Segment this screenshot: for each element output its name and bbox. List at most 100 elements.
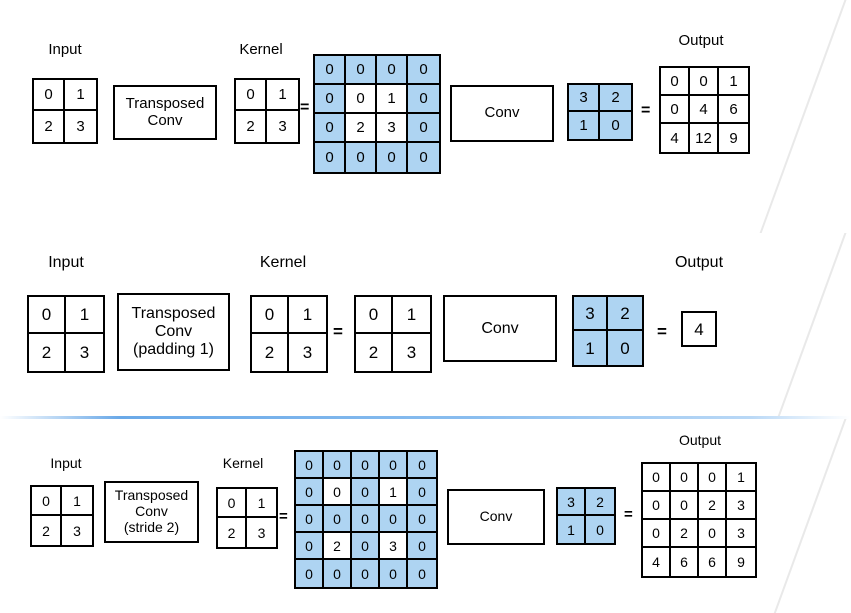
matrix-cell: 2 — [32, 516, 62, 545]
matrix-cell: 0 — [324, 479, 352, 506]
matrix-cell: 3 — [65, 111, 96, 142]
matrix-cell: 0 — [346, 56, 377, 85]
matrix-cell: 3 — [569, 85, 600, 112]
matrix-cell: 1 — [719, 68, 748, 96]
op-box-transposed-conv-padding-row2[interactable]: Transposed Conv (padding 1) — [117, 293, 230, 371]
matrix-cell: 4 — [643, 548, 671, 576]
matrix-cell: 0 — [380, 506, 408, 533]
decorative-diagonal-line — [756, 0, 851, 233]
matrix-cell: 2 — [586, 489, 614, 516]
matrix-cell: 4 — [661, 124, 690, 152]
matrix-cell: 0 — [643, 464, 671, 492]
matrix-cell: 0 — [346, 143, 377, 172]
label-kernel-row2: Kernel — [259, 254, 307, 271]
label-input-row3: Input — [50, 455, 82, 471]
matrix-cell: 0 — [236, 80, 267, 111]
label-output-row1: Output — [678, 32, 724, 49]
matrix-cell: 4 — [683, 313, 715, 345]
matrix-cell: 0 — [661, 96, 690, 124]
matrix-cell: 1 — [574, 331, 608, 365]
label-kernel-row3: Kernel — [222, 455, 264, 471]
matrix-cell: 3 — [727, 492, 755, 520]
equals-sign-row2-b: = — [657, 322, 667, 341]
label-kernel-row1: Kernel — [239, 41, 283, 58]
matrix-cell: 2 — [608, 297, 642, 331]
matrix-cell: 12 — [690, 124, 719, 152]
matrix-cell: 0 — [661, 68, 690, 96]
equals-sign-row3-b: = — [624, 506, 633, 523]
op-box-transposed-conv-stride-row3[interactable]: Transposed Conv (stride 2) — [104, 481, 199, 543]
matrix-cell: 0 — [408, 479, 436, 506]
matrix-cell: 0 — [377, 56, 408, 85]
matrix-cell: 1 — [267, 80, 298, 111]
matrix-cell: 0 — [252, 297, 289, 334]
matrix-cell: 0 — [315, 143, 346, 172]
matrix-cell: 0 — [315, 85, 346, 114]
matrix-cell: 0 — [296, 506, 324, 533]
matrix-cell: 2 — [34, 111, 65, 142]
matrix-cell: 0 — [600, 112, 631, 139]
label-output-row2: Output — [674, 254, 724, 271]
matrix-cell: 2 — [356, 334, 393, 371]
matrix-cell: 0 — [643, 492, 671, 520]
matrix-cell: 1 — [65, 80, 96, 111]
op-box-conv-row2[interactable]: Conv — [443, 295, 557, 362]
matrix-cell: 2 — [236, 111, 267, 142]
matrix-cell: 0 — [352, 506, 380, 533]
matrix-cell: 1 — [377, 85, 408, 114]
matrix-cell: 3 — [393, 334, 430, 371]
matrix-cell: 1 — [727, 464, 755, 492]
matrix-cell: 0 — [699, 520, 727, 548]
matrix-cell: 9 — [719, 124, 748, 152]
matrix-cell: 0 — [324, 560, 352, 587]
label-input-row2: Input — [48, 254, 84, 271]
op-box-conv-row3[interactable]: Conv — [447, 489, 545, 545]
matrix-cell: 0 — [352, 452, 380, 479]
matrix-cell: 2 — [218, 518, 247, 547]
matrix-cell: 1 — [558, 516, 586, 543]
matrix-cell: 0 — [608, 331, 642, 365]
matrix-cell: 3 — [377, 114, 408, 143]
op-box-conv-row1[interactable]: Conv — [450, 85, 554, 142]
matrix-cell: 9 — [727, 548, 755, 576]
matrix-cell: 0 — [408, 506, 436, 533]
op-box-transposed-conv-row1[interactable]: Transposed Conv — [113, 85, 217, 140]
matrix-cell: 0 — [296, 533, 324, 560]
matrix-cell: 3 — [558, 489, 586, 516]
matrix-cell: 3 — [247, 518, 276, 547]
matrix-cell: 6 — [719, 96, 748, 124]
matrix-cell: 2 — [699, 492, 727, 520]
matrix-cell: 1 — [380, 479, 408, 506]
matrix-cell: 1 — [393, 297, 430, 334]
matrix-cell: 3 — [289, 334, 326, 371]
matrix-cell: 3 — [66, 334, 103, 371]
matrix-cell: 0 — [34, 80, 65, 111]
matrix-cell: 0 — [699, 464, 727, 492]
matrix-cell: 0 — [296, 479, 324, 506]
matrix-cell: 3 — [62, 516, 92, 545]
matrix-cell: 0 — [352, 560, 380, 587]
matrix-cell: 0 — [671, 492, 699, 520]
matrix-cell: 3 — [380, 533, 408, 560]
matrix-cell: 1 — [66, 297, 103, 334]
matrix-cell: 0 — [218, 489, 247, 518]
matrix-cell: 4 — [690, 96, 719, 124]
matrix-cell: 0 — [408, 56, 439, 85]
matrix-cell: 6 — [671, 548, 699, 576]
matrix-cell: 1 — [569, 112, 600, 139]
matrix-cell: 0 — [32, 487, 62, 516]
matrix-cell: 0 — [408, 533, 436, 560]
matrix-cell: 3 — [267, 111, 298, 142]
matrix-cell: 0 — [643, 520, 671, 548]
matrix-cell: 2 — [671, 520, 699, 548]
label-input-row1: Input — [48, 41, 82, 58]
